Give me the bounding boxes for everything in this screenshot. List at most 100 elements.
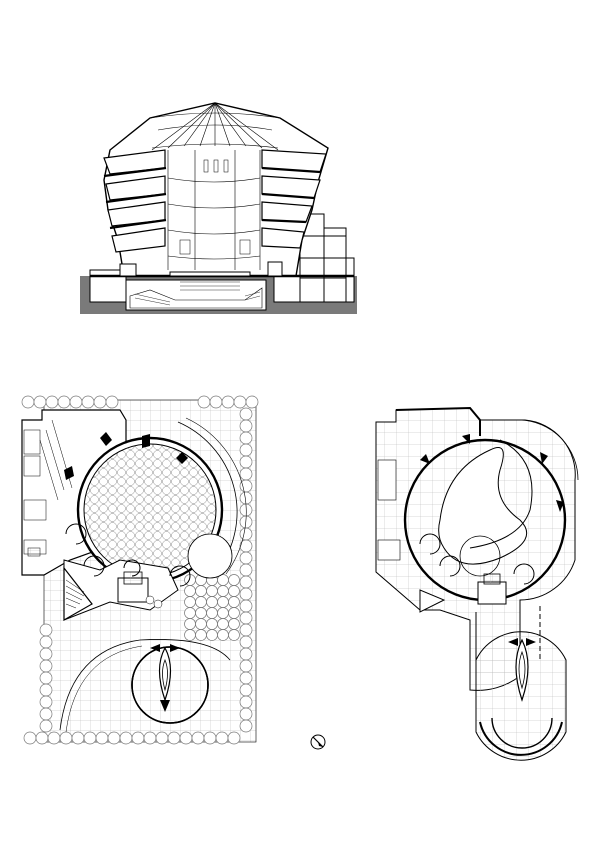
tree-icon — [39, 707, 53, 721]
tree-icon — [95, 731, 109, 745]
monitor-circle — [187, 533, 233, 579]
tree-icon — [143, 731, 157, 745]
tree-icon — [191, 731, 205, 745]
tree-icon — [71, 731, 85, 745]
upper-annex-wall — [395, 406, 481, 436]
tree-icon — [197, 395, 211, 409]
tree-icon — [209, 395, 223, 409]
upper-wall-pieces — [420, 434, 564, 512]
tree-icon — [217, 618, 229, 630]
tree-icon — [45, 395, 59, 409]
tree-icon — [47, 731, 61, 745]
tree-icon — [217, 629, 229, 641]
tree-icon — [239, 719, 253, 733]
tree-icon — [195, 629, 207, 641]
ramp-slab-lines — [103, 166, 321, 230]
tree-icon — [239, 671, 253, 685]
atrium-openings — [179, 159, 251, 255]
tree-icon — [239, 695, 253, 709]
tree-icon — [203, 731, 217, 745]
tree-icon — [239, 635, 253, 649]
tree-icon — [184, 596, 196, 608]
tree-icon — [206, 607, 218, 619]
tree-icon — [239, 467, 253, 481]
tree-icon — [239, 683, 253, 697]
upper-annex-rooms — [377, 459, 397, 501]
tree-icon — [39, 683, 53, 697]
stair-wedge — [63, 566, 93, 622]
tree-icon — [227, 731, 241, 745]
tree-row-top — [21, 395, 259, 409]
ramp-curve-ground-2 — [185, 417, 247, 575]
upper-oculus-piers — [508, 638, 536, 646]
tree-icon — [179, 731, 193, 745]
tree-icon — [39, 623, 53, 637]
north-arrow-icon — [310, 734, 326, 750]
south-wing-outer-ring — [479, 721, 563, 756]
stair-core — [123, 571, 143, 585]
tree-icon — [239, 455, 253, 469]
tree-icon — [206, 629, 218, 641]
upper-oculus-shape — [515, 638, 529, 702]
stair-treads — [65, 579, 85, 609]
upper-stair-core — [483, 573, 501, 585]
tree-icon — [239, 431, 253, 445]
upper-door-swings — [419, 533, 535, 585]
upper-elevator-core — [477, 581, 507, 605]
tree-icon — [228, 629, 240, 641]
tree-icon — [217, 596, 229, 608]
tree-icon — [228, 618, 240, 630]
tree-icon — [23, 731, 37, 745]
plaza-trees — [145, 595, 163, 609]
tree-icon — [206, 618, 218, 630]
upper-rotunda-ramp — [403, 438, 567, 602]
tree-icon — [239, 587, 253, 601]
skylight-ribs — [149, 102, 281, 151]
tree-icon — [33, 395, 47, 409]
tree-icon — [239, 575, 253, 589]
tree-icon — [239, 527, 253, 541]
tree-icon — [239, 563, 253, 577]
tree-icon — [239, 599, 253, 613]
tree-icon — [217, 607, 229, 619]
tree-icon — [228, 607, 240, 619]
door-swings — [65, 523, 191, 587]
tree-icon — [184, 607, 196, 619]
tree-icon — [35, 731, 49, 745]
building-section-view — [80, 102, 357, 314]
tree-icon — [206, 596, 218, 608]
tree-icon — [239, 611, 253, 625]
ramp-bands-left — [103, 149, 166, 253]
tree-row-bottom — [23, 731, 241, 745]
tree-icon — [69, 395, 83, 409]
upper-annex-room-2 — [377, 539, 401, 561]
upper-oculus-inner — [518, 650, 526, 690]
tree-icon — [39, 647, 53, 661]
tree-icon — [83, 731, 97, 745]
upper-floor-plan-view — [375, 406, 579, 761]
tree-icon — [239, 443, 253, 457]
south-wing-inner-ring — [491, 717, 553, 749]
tree-icon — [195, 596, 207, 608]
auditorium-seating — [129, 287, 263, 309]
tree-icon — [195, 618, 207, 630]
seating-rows — [134, 291, 261, 306]
ramp-bands-right — [261, 149, 327, 249]
tree-icon — [228, 585, 240, 597]
tree-cluster — [184, 574, 240, 641]
upper-stair-wedge — [419, 589, 446, 613]
oculus-piers — [150, 644, 180, 712]
tree-row-left — [39, 623, 53, 733]
tree-icon — [239, 551, 253, 565]
garden-arc-2 — [65, 645, 143, 733]
tree-icon — [184, 585, 196, 597]
tree-icon — [107, 731, 121, 745]
tree-icon — [233, 395, 247, 409]
rotunda-wall-pieces — [64, 432, 188, 480]
tree-icon — [93, 395, 107, 409]
tree-icon — [59, 731, 73, 745]
tree-icon — [239, 419, 253, 433]
east-wing-shell — [519, 419, 579, 481]
tree-icon — [215, 731, 229, 745]
